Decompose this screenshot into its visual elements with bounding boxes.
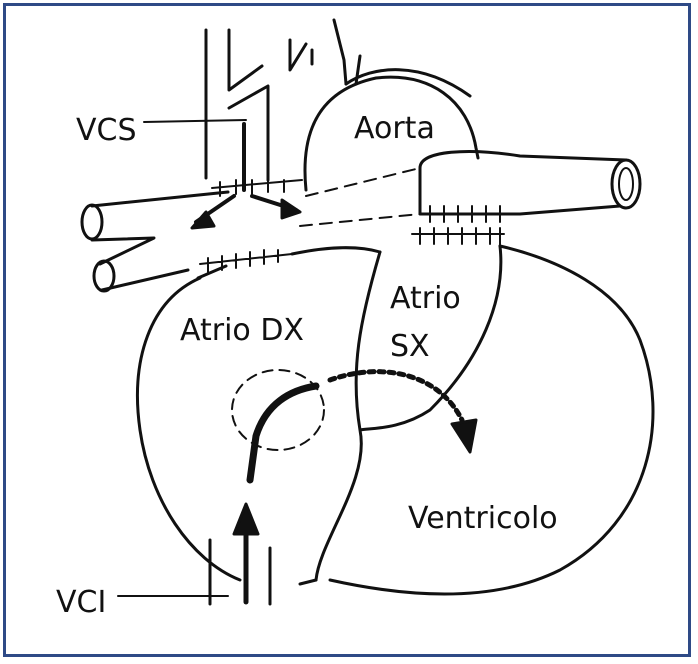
- ivc-vessel: [210, 540, 270, 604]
- suture-aorta: [412, 206, 504, 246]
- foramen-ovale-dashed: [232, 370, 324, 450]
- right-atrium: [138, 248, 381, 580]
- label-aorta: Aorta: [354, 111, 435, 146]
- upper-branches: [290, 20, 360, 84]
- label-vci: VCI: [56, 585, 106, 620]
- aorta-tube: [420, 152, 626, 214]
- suture-pulmonary: [200, 250, 292, 272]
- dashed-connection: [300, 168, 420, 226]
- label-atrio-dx: Atrio DX: [180, 313, 304, 348]
- dotted-flow: [330, 372, 462, 420]
- label-atrio-sx-2: SX: [390, 329, 430, 364]
- label-ventricolo: Ventricolo: [408, 501, 558, 536]
- label-vcs: VCS: [76, 113, 137, 148]
- vcs-vessel: [206, 30, 268, 180]
- left-vessels: [92, 192, 228, 290]
- vcs-leader: [144, 120, 246, 122]
- foramen-flow: [250, 386, 316, 480]
- label-atrio-sx-1: Atrio: [390, 281, 461, 316]
